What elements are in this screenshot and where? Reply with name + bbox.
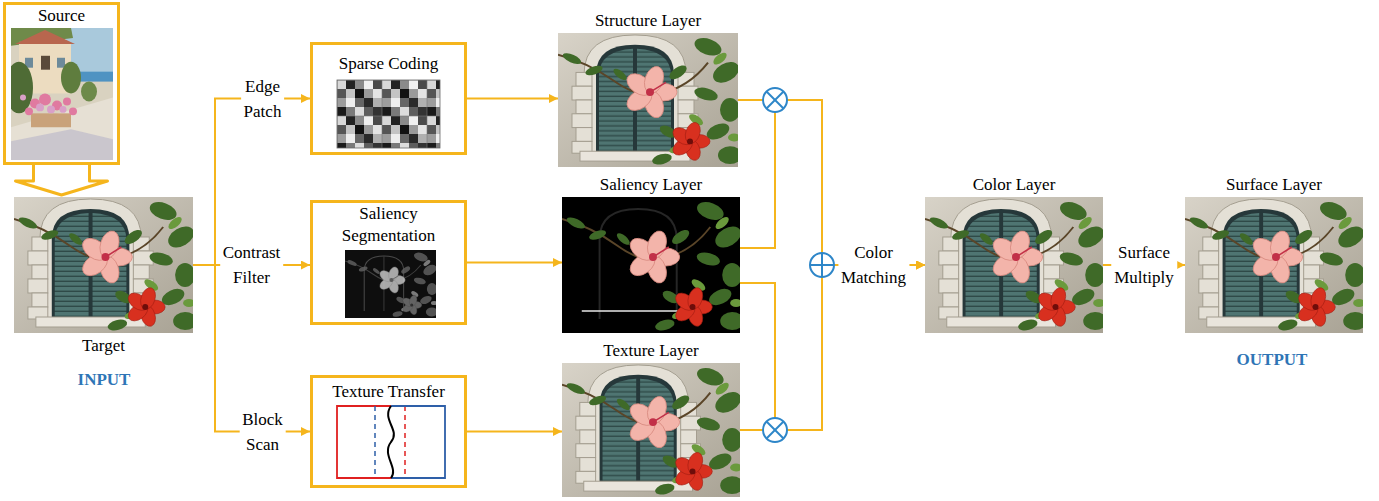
target-photo: [14, 197, 198, 333]
image-panel: Surface Layer: [1185, 197, 1363, 333]
edge-label: Surface Multiply: [1111, 240, 1177, 290]
color-layer-photo: [925, 197, 1108, 333]
hollow-arrow: [16, 164, 108, 196]
node-title: Color Layer: [973, 174, 1056, 196]
node-title: Saliency Layer: [600, 174, 702, 196]
image-panel: Structure Layer: [558, 33, 738, 167]
texture-transfer-sketch: [337, 406, 445, 478]
io-label: INPUT: [78, 370, 131, 390]
node-title: Texture Transfer: [313, 381, 464, 403]
saliency-layer-photo: [562, 197, 745, 333]
flow-arrow: [467, 98, 558, 100]
flow-arrow: [467, 431, 562, 433]
image-panel: Texture Layer: [562, 363, 740, 497]
surface-layer-photo: [1185, 197, 1368, 333]
flow-arrow: [740, 100, 925, 430]
saliency-map-thumbnail: [345, 250, 438, 318]
node-title: Source: [6, 5, 117, 27]
edge-label: Edge Patch: [241, 74, 285, 124]
io-label: OUTPUT: [1237, 350, 1308, 370]
structure-layer-photo: [558, 33, 743, 167]
flow-arrow: [467, 262, 562, 264]
node-title: Sparse Coding: [313, 53, 464, 75]
edge-label: Color Matching: [838, 240, 909, 290]
node-title: Saliency Segmentation: [313, 203, 464, 247]
process-box: Source: [3, 2, 120, 165]
source-painting: [5, 28, 113, 160]
process-box: Texture Transfer: [310, 375, 467, 488]
node-title: Target: [82, 335, 125, 357]
image-panel: Color Layer: [925, 197, 1103, 333]
multiply-symbol: [763, 88, 787, 112]
node-title: Surface Layer: [1226, 174, 1322, 196]
node-title: Texture Layer: [603, 340, 699, 362]
node-title: Structure Layer: [595, 10, 701, 32]
add-symbol: [810, 253, 834, 277]
edge-label: Contrast Filter: [220, 240, 284, 290]
edge-label: Block Scan: [239, 407, 286, 457]
process-box: Sparse Coding: [310, 42, 467, 155]
multiply-symbol: [763, 418, 787, 442]
image-panel: Target: [14, 197, 193, 333]
process-box: Saliency Segmentation: [310, 200, 467, 325]
texture-layer-photo: [562, 363, 745, 497]
sparse-code-grid: [337, 80, 440, 148]
image-panel: Saliency Layer: [562, 197, 740, 333]
